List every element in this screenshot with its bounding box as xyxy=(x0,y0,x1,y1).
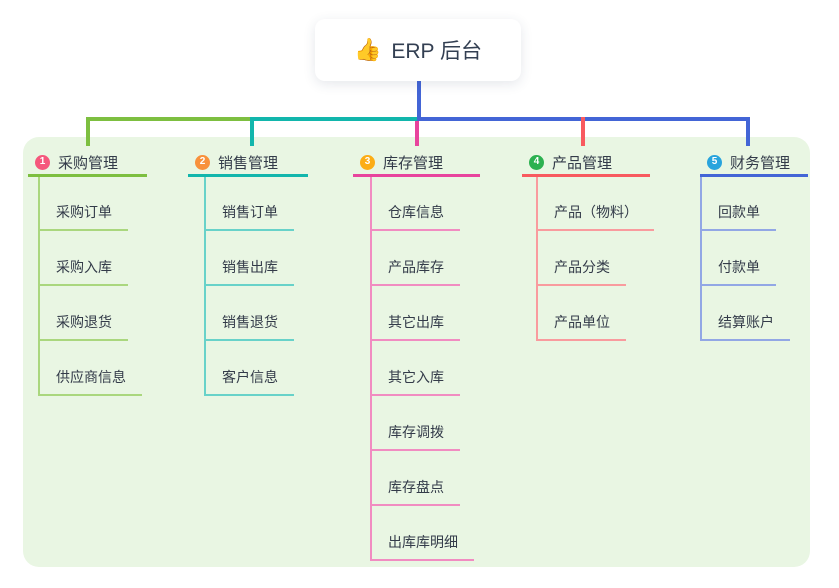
branch5-item-2[interactable]: 付款单 xyxy=(700,254,776,286)
branch2-item-3[interactable]: 销售退货 xyxy=(204,309,294,341)
connector-branch2-horizontal xyxy=(254,117,419,121)
branch3-item-2[interactable]: 产品库存 xyxy=(370,254,460,286)
branch5-item-3-label: 结算账户 xyxy=(718,314,774,330)
branch5-number-badge: 5 xyxy=(707,154,722,170)
branch1-spine-line xyxy=(38,177,40,396)
branch4-item-2-label: 产品分类 xyxy=(554,259,610,275)
branch2-number-badge: 2 xyxy=(195,154,210,170)
branch4-item-2[interactable]: 产品分类 xyxy=(536,254,626,286)
branch1-title-label: 采购管理 xyxy=(58,154,119,172)
connector-root-vertical xyxy=(417,81,421,121)
branch1-item-4-label: 供应商信息 xyxy=(56,369,126,385)
branch3-item-6[interactable]: 库存盘点 xyxy=(370,474,460,506)
branch3-title[interactable]: 3 库存管理 xyxy=(353,150,480,177)
branch3-item-7-label: 出库库明细 xyxy=(388,534,458,550)
branch1-item-2[interactable]: 采购入库 xyxy=(38,254,128,286)
branch3-title-label: 库存管理 xyxy=(383,154,444,172)
branch1-drop-line xyxy=(86,117,90,146)
branch4-item-3[interactable]: 产品单位 xyxy=(536,309,626,341)
branch2-item-2[interactable]: 销售出库 xyxy=(204,254,294,286)
branch5-item-3[interactable]: 结算账户 xyxy=(700,309,790,341)
branch2-item-3-label: 销售退货 xyxy=(222,314,278,330)
branch3-item-6-label: 库存盘点 xyxy=(388,479,444,495)
branch3-item-5[interactable]: 库存调拨 xyxy=(370,419,460,451)
branch4-title[interactable]: 4 产品管理 xyxy=(522,150,650,177)
branch3-item-7[interactable]: 出库库明细 xyxy=(370,529,474,561)
branch3-item-5-label: 库存调拨 xyxy=(388,424,444,440)
branch4-title-label: 产品管理 xyxy=(552,154,613,172)
branch2-item-1-label: 销售订单 xyxy=(222,204,278,220)
branch4-drop-line xyxy=(581,117,585,146)
branch1-item-3-label: 采购退货 xyxy=(56,314,112,330)
branch5-drop-line xyxy=(746,117,750,146)
branch1-item-1-label: 采购订单 xyxy=(56,204,112,220)
branch3-item-3-label: 其它出库 xyxy=(388,314,444,330)
branch4-item-1-label: 产品（物料） xyxy=(554,204,638,220)
branch3-item-2-label: 产品库存 xyxy=(388,259,444,275)
branch4-item-1[interactable]: 产品（物料） xyxy=(536,199,654,231)
branch3-number-badge: 3 xyxy=(360,154,375,170)
branch2-drop-line xyxy=(250,117,254,146)
branch5-spine-line xyxy=(700,177,702,341)
branch3-drop-line xyxy=(415,121,419,146)
root-node[interactable]: 👍 ERP 后台 xyxy=(315,19,521,81)
root-node-title: ERP 后台 xyxy=(391,40,483,63)
branch3-item-3[interactable]: 其它出库 xyxy=(370,309,460,341)
branch4-number-badge: 4 xyxy=(529,154,544,170)
branch2-item-2-label: 销售出库 xyxy=(222,259,278,275)
branch1-number-badge: 1 xyxy=(35,154,50,170)
thumbs-up-icon: 👍 xyxy=(353,37,382,62)
branch1-item-3[interactable]: 采购退货 xyxy=(38,309,128,341)
branch3-item-1[interactable]: 仓库信息 xyxy=(370,199,460,231)
branch2-title-label: 销售管理 xyxy=(218,154,279,172)
branch2-item-4-label: 客户信息 xyxy=(222,369,278,385)
branch1-item-4[interactable]: 供应商信息 xyxy=(38,364,142,396)
branch1-item-1[interactable]: 采购订单 xyxy=(38,199,128,231)
connector-branch1-horizontal xyxy=(86,117,254,121)
branch5-title[interactable]: 5 财务管理 xyxy=(700,150,808,177)
branch3-item-1-label: 仓库信息 xyxy=(388,204,444,220)
branch5-item-1-label: 回款单 xyxy=(718,204,760,220)
branch4-spine-line xyxy=(536,177,538,341)
branch2-spine-line xyxy=(204,177,206,396)
branch1-item-2-label: 采购入库 xyxy=(56,259,112,275)
branch5-item-2-label: 付款单 xyxy=(718,259,760,275)
branch3-spine-line xyxy=(370,177,372,561)
branch2-item-1[interactable]: 销售订单 xyxy=(204,199,294,231)
branch5-title-label: 财务管理 xyxy=(730,154,791,172)
branch5-item-1[interactable]: 回款单 xyxy=(700,199,776,231)
branches-panel xyxy=(23,137,810,567)
branch2-item-4[interactable]: 客户信息 xyxy=(204,364,294,396)
branch3-item-4[interactable]: 其它入库 xyxy=(370,364,460,396)
branch1-title[interactable]: 1 采购管理 xyxy=(28,150,147,177)
branch2-title[interactable]: 2 销售管理 xyxy=(188,150,308,177)
branch3-item-4-label: 其它入库 xyxy=(388,369,444,385)
branch4-item-3-label: 产品单位 xyxy=(554,314,610,330)
